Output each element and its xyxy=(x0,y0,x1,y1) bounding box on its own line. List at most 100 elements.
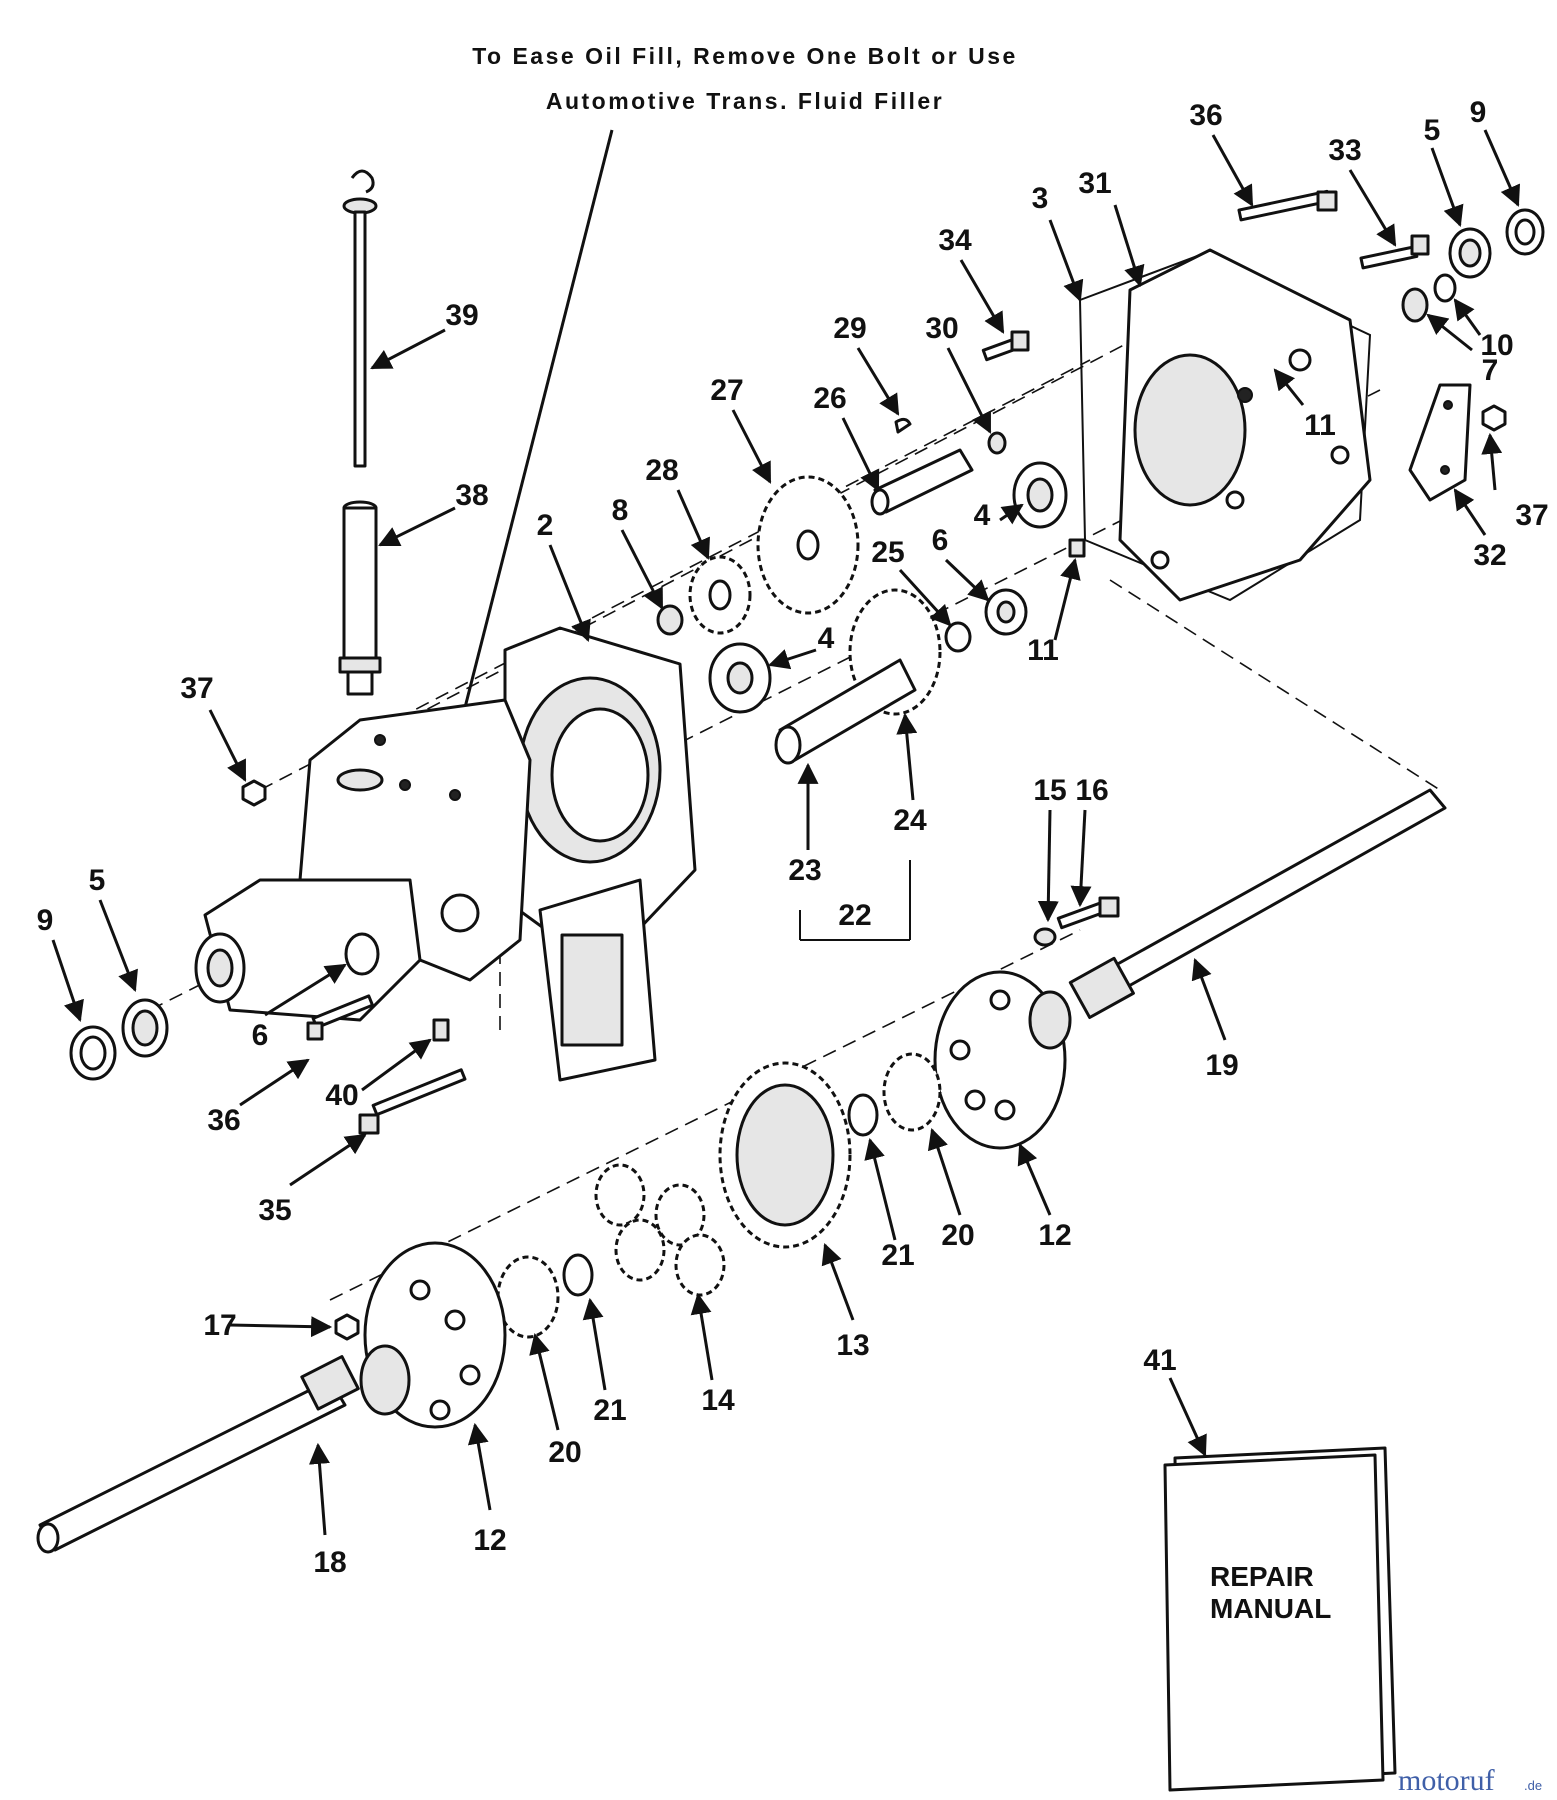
callout-10: 10 xyxy=(1480,329,1513,362)
callout-21-left: 21 xyxy=(593,1394,626,1427)
callout-36-left: 36 xyxy=(207,1104,240,1137)
callout-6-left: 6 xyxy=(252,1019,269,1052)
callout-20-left: 20 xyxy=(548,1436,581,1469)
callout-26: 26 xyxy=(813,382,846,415)
callout-35: 35 xyxy=(258,1194,291,1227)
bolt-34 xyxy=(981,330,1030,362)
carrier-12-right xyxy=(933,970,1072,1150)
bracket-32 xyxy=(1408,383,1472,502)
side-cover-3 xyxy=(1118,248,1372,602)
bearing-5-right xyxy=(1448,227,1492,279)
shaft-26 xyxy=(870,448,974,516)
left-bearing-5 xyxy=(121,998,169,1058)
callout-3: 3 xyxy=(1032,182,1049,215)
callout-12-right: 12 xyxy=(1038,1219,1071,1252)
callout-8: 8 xyxy=(612,494,629,527)
cover-bolt-33 xyxy=(1359,234,1430,270)
callout-28: 28 xyxy=(645,454,678,487)
callout-32: 32 xyxy=(1473,539,1506,572)
callout-2: 2 xyxy=(537,509,554,542)
washer-25 xyxy=(944,621,972,653)
carrier-12-left xyxy=(359,1241,507,1429)
repair-manual-part xyxy=(1163,1446,1397,1792)
callout-labels: 39 38 37 2 8 28 27 29 26 34 30 3 31 36 3… xyxy=(37,96,1549,1579)
axle-shaft-19 xyxy=(1068,788,1447,1019)
filler-tube-part xyxy=(338,500,382,696)
callout-9-left: 9 xyxy=(37,904,54,937)
callout-41: 41 xyxy=(1143,1344,1176,1377)
nut-37-right xyxy=(1481,404,1507,432)
left-seal-9 xyxy=(69,1025,117,1081)
callout-24: 24 xyxy=(893,804,927,837)
callout-40: 40 xyxy=(325,1079,358,1112)
key-29 xyxy=(894,417,912,434)
callout-39: 39 xyxy=(445,299,478,332)
callout-38: 38 xyxy=(455,479,488,512)
washer-15 xyxy=(1033,927,1057,947)
bearing-4-lower xyxy=(708,642,772,714)
watermark-suffix: .de xyxy=(1524,1778,1542,1793)
leader-arrows xyxy=(51,129,1520,1536)
callout-30: 30 xyxy=(925,312,958,345)
callout-19: 19 xyxy=(1205,1049,1238,1082)
callout-11-upper: 11 xyxy=(1304,409,1336,442)
plug-40 xyxy=(432,1018,450,1042)
callout-9-right: 9 xyxy=(1470,96,1487,129)
gear-28 xyxy=(688,555,752,635)
seal-9-right xyxy=(1505,208,1545,256)
main-housing-part xyxy=(194,626,697,1082)
callout-16: 16 xyxy=(1075,774,1108,807)
callout-14: 14 xyxy=(701,1384,735,1417)
thrust-washer-21-right xyxy=(847,1093,879,1137)
washer-30 xyxy=(987,431,1007,455)
callout-15: 15 xyxy=(1033,774,1066,807)
axle-shaft-18 xyxy=(36,1355,360,1554)
callout-31: 31 xyxy=(1078,167,1111,200)
note-leader-line xyxy=(456,129,614,736)
callout-7: 7 xyxy=(1482,354,1499,387)
callout-20-right: 20 xyxy=(941,1219,974,1252)
callout-36-right: 36 xyxy=(1189,99,1222,132)
callout-29: 29 xyxy=(833,312,866,345)
callout-37-right: 37 xyxy=(1515,499,1548,532)
callout-4-upper: 4 xyxy=(974,499,991,532)
callout-21-right: 21 xyxy=(881,1239,914,1272)
callout-17: 17 xyxy=(203,1309,236,1342)
nut-37 xyxy=(241,779,267,807)
nut-17 xyxy=(334,1313,360,1341)
bearing-4-upper xyxy=(1012,461,1068,529)
ring-gear-13 xyxy=(718,1061,852,1249)
manual-title-line2: MANUAL xyxy=(1210,1593,1331,1624)
cover-drop-line xyxy=(1109,579,1441,791)
callout-22: 22 xyxy=(838,899,871,932)
bolt-35 xyxy=(358,1068,467,1135)
callout-11-lower: 11 xyxy=(1027,634,1059,667)
pinion-set-14 xyxy=(594,1163,726,1297)
side-gear-20-left xyxy=(496,1255,560,1339)
bearing-7 xyxy=(1401,287,1429,323)
thrust-washer-21-left xyxy=(562,1253,594,1297)
lower-axis-line xyxy=(329,929,1081,1301)
cover-bolt-36 xyxy=(1237,189,1338,222)
callout-27: 27 xyxy=(710,374,743,407)
callout-33: 33 xyxy=(1328,134,1361,167)
dowel-11 xyxy=(1068,538,1086,558)
bushing-6 xyxy=(344,932,380,976)
callout-4-lower: 4 xyxy=(818,622,835,655)
dipstick-part xyxy=(342,169,378,468)
callout-37-left: 37 xyxy=(180,672,213,705)
bolt-16 xyxy=(1056,896,1120,930)
callout-6-mid: 6 xyxy=(932,524,949,557)
bushing-6-mid xyxy=(984,588,1028,636)
oil-fill-note-line2: Automotive Trans. Fluid Filler xyxy=(546,88,944,114)
bolt-36 xyxy=(306,994,375,1041)
callout-12-left: 12 xyxy=(473,1524,506,1557)
washer-10 xyxy=(1433,273,1457,303)
gear-27 xyxy=(756,475,860,615)
watermark-brand: motoruf xyxy=(1398,1764,1495,1797)
oil-fill-note-line1: To Ease Oil Fill, Remove One Bolt or Use xyxy=(472,43,1018,69)
callout-23: 23 xyxy=(788,854,821,887)
callout-5-right: 5 xyxy=(1424,114,1441,147)
